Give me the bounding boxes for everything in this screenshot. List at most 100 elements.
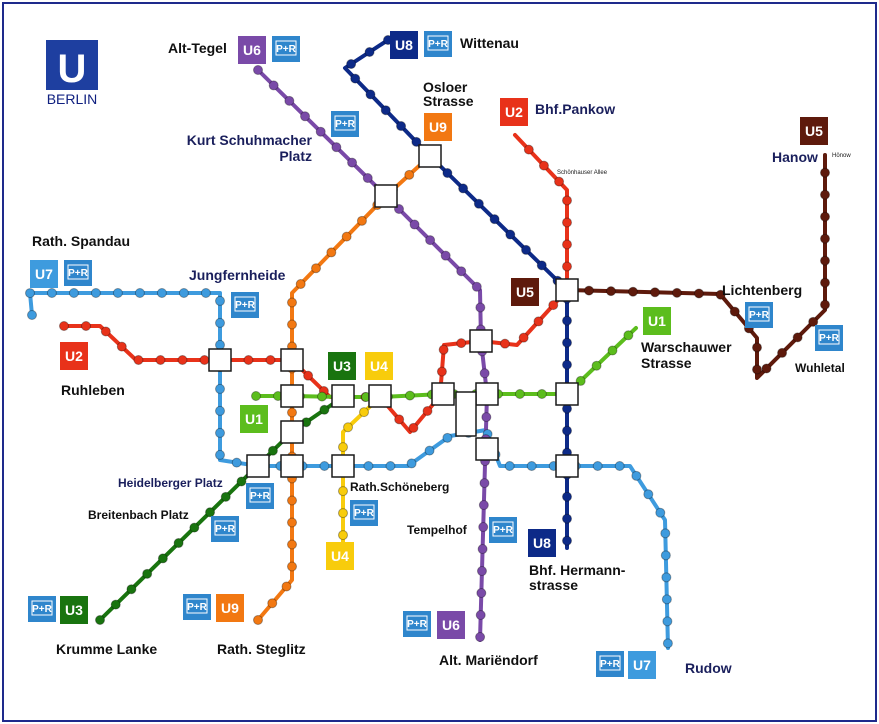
- station-dot[interactable]: [95, 615, 105, 625]
- station-dot[interactable]: [477, 544, 488, 555]
- station-dot[interactable]: [436, 366, 447, 377]
- station-dot[interactable]: [808, 316, 819, 327]
- station-dot[interactable]: [538, 160, 549, 171]
- station-dot[interactable]: [116, 341, 127, 352]
- interchange-mehringdamm[interactable]: [455, 391, 477, 437]
- station-dot[interactable]: [752, 342, 762, 353]
- badge-u9-steglitz[interactable]: U9: [216, 594, 244, 622]
- station-dot[interactable]: [592, 461, 603, 471]
- station-dot[interactable]: [476, 566, 487, 577]
- park-ride-schoeneberg[interactable]: P+R: [350, 500, 378, 526]
- label-alt-tegel[interactable]: Alt-Tegel: [168, 40, 227, 56]
- station-dot[interactable]: [236, 476, 247, 487]
- interchange-zoo[interactable]: [280, 384, 304, 408]
- station-dot[interactable]: [287, 319, 297, 330]
- station-dot[interactable]: [287, 539, 297, 550]
- station-dot[interactable]: [554, 176, 565, 187]
- badge-u8-wittenau[interactable]: U8: [390, 31, 418, 59]
- station-dot[interactable]: [442, 432, 453, 443]
- station-dot[interactable]: [46, 288, 57, 298]
- station-dot[interactable]: [475, 632, 486, 643]
- station-dot[interactable]: [385, 461, 396, 471]
- station-dot[interactable]: [142, 568, 153, 579]
- station-dot[interactable]: [287, 407, 297, 418]
- badge-u7-spandau[interactable]: U7: [30, 260, 58, 288]
- park-ride-krumme-lanke[interactable]: P+R: [28, 596, 56, 622]
- station-dot[interactable]: [319, 404, 330, 415]
- station-dot[interactable]: [404, 169, 415, 180]
- station-dot[interactable]: [475, 610, 486, 621]
- station-dot[interactable]: [394, 414, 405, 425]
- station-dot[interactable]: [267, 598, 278, 609]
- park-ride-breitenbach[interactable]: P+R: [211, 516, 239, 542]
- station-dot[interactable]: [777, 347, 788, 358]
- station-dot[interactable]: [359, 407, 370, 418]
- label-rath-spandau[interactable]: Rath. Spandau: [32, 233, 130, 249]
- station-dot[interactable]: [473, 198, 484, 209]
- interchange-berliner-strasse[interactable]: [280, 454, 304, 478]
- park-ride-wuhletal[interactable]: P+R: [815, 325, 843, 351]
- station-dot[interactable]: [440, 250, 451, 261]
- station-dot[interactable]: [505, 229, 516, 240]
- station-dot[interactable]: [504, 461, 515, 471]
- station-dot[interactable]: [287, 297, 297, 308]
- station-dot[interactable]: [126, 584, 137, 595]
- station-dot[interactable]: [215, 449, 225, 460]
- station-dot[interactable]: [155, 355, 166, 365]
- badge-u3-krumme-lanke[interactable]: U3: [60, 596, 88, 624]
- interchange-nollendorfplatz[interactable]: [368, 384, 392, 408]
- station-dot[interactable]: [215, 405, 225, 416]
- interchange-bayerischer-platz[interactable]: [331, 454, 355, 478]
- station-dot[interactable]: [178, 288, 189, 298]
- station-dot[interactable]: [319, 461, 330, 471]
- badge-u1-warschauer[interactable]: U1: [643, 307, 671, 335]
- station-dot[interactable]: [649, 287, 660, 298]
- interchange-spichernstrasse[interactable]: [280, 420, 304, 444]
- station-dot[interactable]: [518, 332, 529, 343]
- station-dot[interactable]: [281, 581, 292, 592]
- badge-u5-center[interactable]: U5: [511, 278, 539, 306]
- station-dot[interactable]: [693, 288, 704, 299]
- station-dot[interactable]: [110, 599, 121, 610]
- station-dot[interactable]: [752, 364, 762, 375]
- station-dot[interactable]: [356, 215, 367, 226]
- station-dot[interactable]: [100, 326, 111, 337]
- station-dot[interactable]: [303, 370, 314, 381]
- interchange-fehrbelliner-platz[interactable]: [246, 454, 270, 478]
- station-dot[interactable]: [499, 338, 510, 349]
- station-dot[interactable]: [425, 235, 436, 246]
- station-dot[interactable]: [156, 288, 167, 298]
- label-rath-steglitz[interactable]: Rath. Steglitz: [217, 641, 306, 657]
- station-dot[interactable]: [662, 616, 673, 627]
- park-ride-mariendorf[interactable]: P+R: [403, 611, 431, 637]
- station-dot[interactable]: [363, 461, 374, 471]
- station-dot[interactable]: [562, 337, 572, 348]
- station-dot[interactable]: [476, 588, 487, 599]
- station-dot[interactable]: [548, 300, 559, 311]
- station-dot[interactable]: [605, 286, 616, 297]
- label-rath-schoeneberg[interactable]: Rath.Schöneberg: [350, 480, 449, 494]
- station-dot[interactable]: [268, 80, 279, 91]
- badge-u7-rudow[interactable]: U7: [628, 651, 656, 679]
- label-bhf-hermannstrasse[interactable]: Bhf. Hermann-strasse: [529, 562, 626, 593]
- station-dot[interactable]: [729, 306, 740, 317]
- station-dot[interactable]: [253, 615, 263, 625]
- label-breitenbach[interactable]: Breitenbach Platz: [88, 508, 189, 522]
- station-dot[interactable]: [479, 368, 490, 379]
- station-dot[interactable]: [591, 360, 602, 371]
- station-dot[interactable]: [424, 445, 435, 456]
- station-dot[interactable]: [157, 553, 168, 564]
- station-dot[interactable]: [364, 47, 375, 58]
- station-dot[interactable]: [231, 457, 242, 468]
- station-dot[interactable]: [536, 260, 547, 271]
- station-dot[interactable]: [25, 288, 36, 299]
- park-ride-lichtenberg[interactable]: P+R: [745, 302, 773, 328]
- badge-u2-ruhleben[interactable]: U2: [60, 342, 88, 370]
- label-hanow[interactable]: Hanow: [772, 149, 818, 165]
- station-dot[interactable]: [287, 561, 297, 572]
- interchange-leopoldplatz[interactable]: [374, 184, 398, 208]
- station-dot[interactable]: [215, 427, 225, 438]
- station-dot[interactable]: [315, 126, 326, 137]
- station-dot[interactable]: [199, 355, 210, 365]
